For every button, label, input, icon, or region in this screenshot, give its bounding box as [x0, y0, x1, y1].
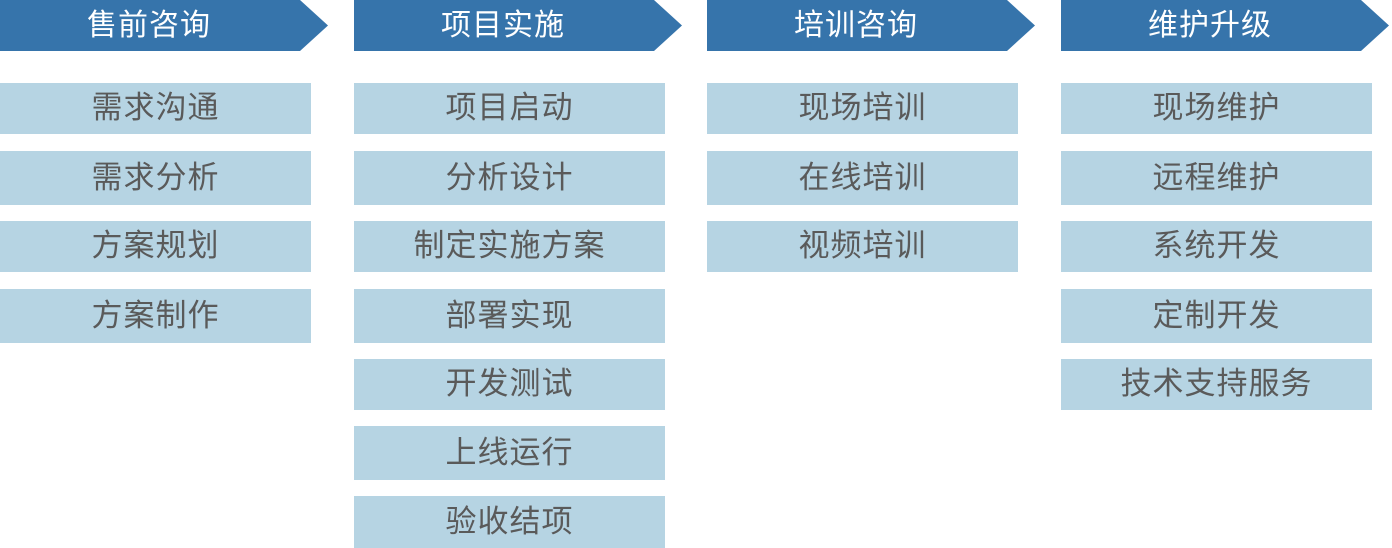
task-label: 在线培训 — [798, 159, 927, 196]
task-box: 定制开发 — [1061, 289, 1372, 343]
task-label: 制定实施方案 — [413, 228, 606, 264]
task-box: 制定实施方案 — [354, 221, 665, 272]
task-label: 分析设计 — [445, 159, 574, 196]
task-box: 现场培训 — [707, 83, 1018, 134]
task-box: 视频培训 — [707, 221, 1018, 272]
stage-column-maintenance: 维护升级 现场维护 远程维护 系统开发 定制开发 技术支持服务 — [1061, 0, 1389, 548]
task-label: 远程维护 — [1152, 159, 1281, 196]
stage-column-presales: 售前咨询 需求沟通 需求分析 方案规划 方案制作 — [0, 0, 328, 548]
task-box: 方案制作 — [0, 289, 311, 343]
stage-title: 项目实施 — [441, 7, 565, 43]
task-label: 项目启动 — [445, 90, 574, 126]
task-label: 上线运行 — [445, 434, 574, 471]
task-box: 部署实现 — [354, 289, 665, 343]
task-box: 技术支持服务 — [1061, 359, 1372, 410]
task-label: 部署实现 — [445, 297, 574, 334]
task-box: 分析设计 — [354, 151, 665, 205]
stage-title: 维护升级 — [1148, 7, 1272, 43]
task-box: 验收结项 — [354, 496, 665, 548]
task-label: 系统开发 — [1152, 228, 1281, 264]
task-box: 需求分析 — [0, 151, 311, 205]
task-label: 技术支持服务 — [1120, 366, 1313, 402]
task-box: 远程维护 — [1061, 151, 1372, 205]
task-label: 方案制作 — [91, 297, 220, 334]
stage-header-arrow: 项目实施 — [354, 0, 682, 51]
stage-title: 培训咨询 — [794, 7, 918, 43]
task-box: 开发测试 — [354, 359, 665, 410]
stage-header-arrow: 培训咨询 — [707, 0, 1035, 51]
stage-title: 售前咨询 — [87, 7, 211, 43]
task-label: 现场培训 — [798, 90, 927, 126]
task-box: 现场维护 — [1061, 83, 1372, 134]
task-box: 项目启动 — [354, 83, 665, 134]
stage-column-training: 培训咨询 现场培训 在线培训 视频培训 — [707, 0, 1035, 548]
task-box: 需求沟通 — [0, 83, 311, 134]
task-box: 上线运行 — [354, 426, 665, 480]
task-label: 需求分析 — [91, 159, 220, 196]
task-box: 在线培训 — [707, 151, 1018, 205]
task-label: 方案规划 — [91, 228, 220, 264]
task-label: 视频培训 — [798, 228, 927, 264]
task-label: 需求沟通 — [91, 90, 220, 126]
stage-column-implementation: 项目实施 项目启动 分析设计 制定实施方案 部署实现 开发测试 上线运行 验收结… — [354, 0, 682, 548]
task-label: 验收结项 — [445, 503, 574, 540]
task-box: 方案规划 — [0, 221, 311, 272]
task-box: 系统开发 — [1061, 221, 1372, 272]
task-label: 定制开发 — [1152, 297, 1281, 334]
stage-header-arrow: 售前咨询 — [0, 0, 328, 51]
stage-header-arrow: 维护升级 — [1061, 0, 1389, 51]
task-label: 开发测试 — [445, 366, 574, 402]
task-label: 现场维护 — [1152, 90, 1281, 126]
